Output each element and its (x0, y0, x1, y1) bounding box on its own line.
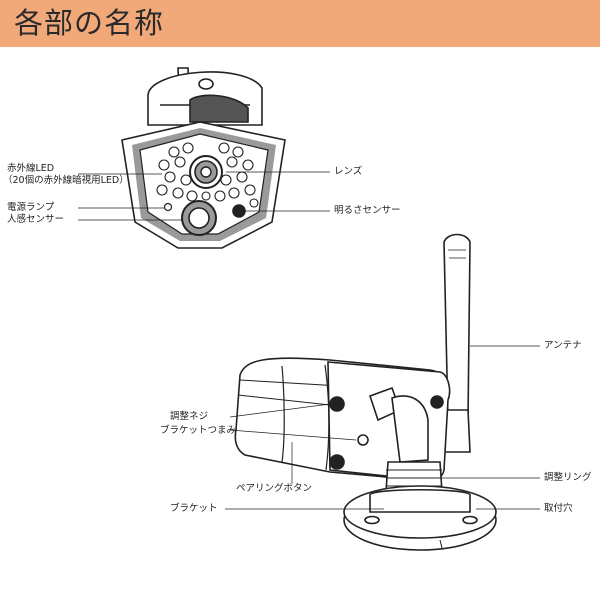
header-bar: 各部の名称 (0, 0, 600, 47)
label-motion-sensor: 人感センサー (7, 214, 65, 225)
label-light-sensor: 明るさセンサー (334, 205, 401, 216)
label-adjust-ring: 調整リング (544, 472, 592, 483)
label-bracket-knob: ブラケットつまみ (160, 425, 237, 436)
front-camera-illustration (121, 67, 286, 249)
label-mount-hole: 取付穴 (544, 503, 573, 514)
label-lens: レンズ (334, 166, 363, 177)
leader-lines (78, 171, 540, 510)
label-pairing-button: ペアリングボタン (236, 483, 313, 494)
label-ir-led: 赤外線LED (7, 163, 55, 174)
side-camera-illustration (234, 233, 497, 551)
label-antenna: アンテナ (544, 340, 582, 351)
label-bracket: ブラケット (170, 503, 218, 514)
label-power-lamp: 電源ランプ (7, 202, 55, 213)
page-title: 各部の名称 (14, 6, 165, 40)
label-ir-led-detail: （20個の赤外線暗視用LED） (3, 175, 129, 186)
label-adjust-screw: 調整ネジ (170, 411, 209, 422)
